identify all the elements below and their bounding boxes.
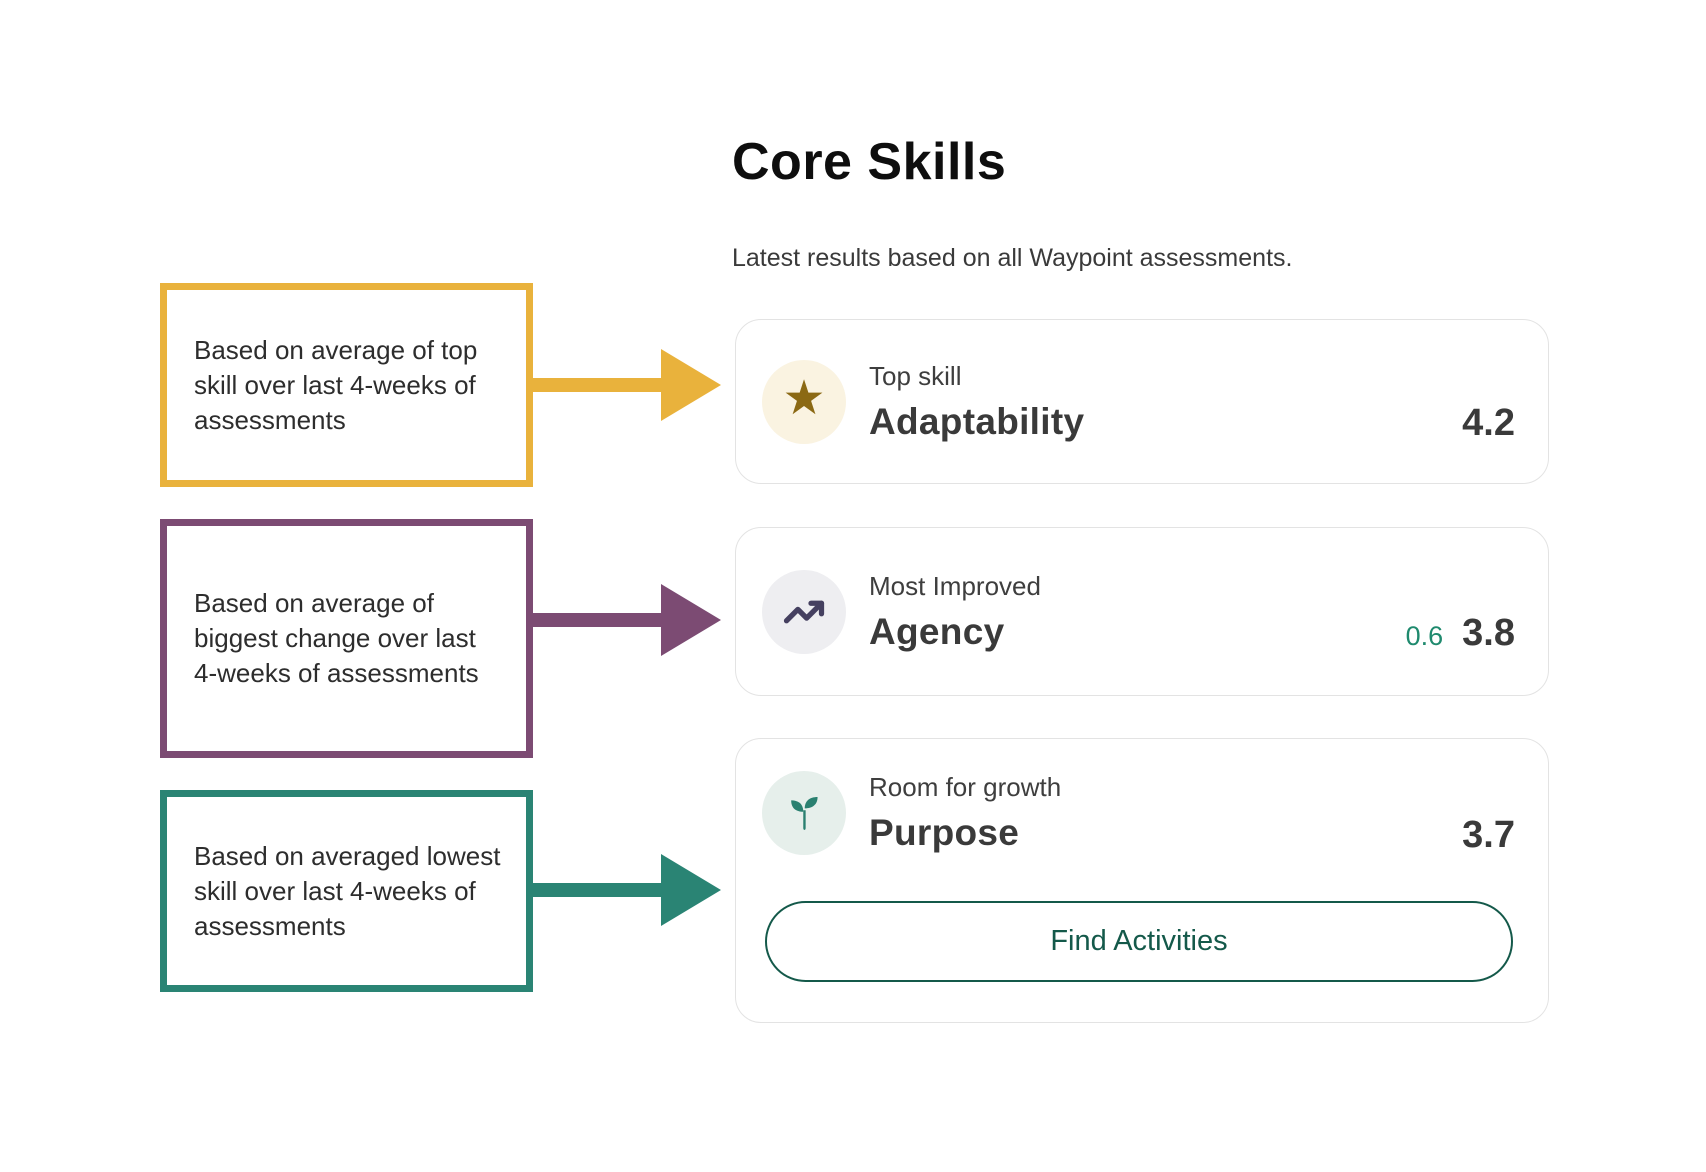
room-for-growth-card: Room for growth Purpose 3.7 Find Activit… xyxy=(735,738,1549,1023)
score-block: 4.2 xyxy=(1462,402,1515,445)
arrow-right-icon xyxy=(661,349,721,421)
page-title: Core Skills xyxy=(732,133,1007,191)
card-text-block: Most Improved Agency xyxy=(869,571,1041,653)
card-label: Room for growth xyxy=(869,772,1062,802)
skill-score: 3.7 xyxy=(1462,813,1515,856)
score-block: 0.6 3.8 xyxy=(1406,612,1515,655)
top-skill-card: ★ Top skill Adaptability 4.2 xyxy=(735,319,1549,484)
most-improved-card: Most Improved Agency 0.6 3.8 xyxy=(735,527,1549,696)
score-block: 3.7 xyxy=(1462,814,1515,857)
card-label: Most Improved xyxy=(869,570,1041,601)
star-glyph: ★ xyxy=(782,371,826,425)
skill-name: Agency xyxy=(869,610,1005,652)
annotation-note-top-skill: Based on average of top skill over last … xyxy=(160,283,533,487)
skill-score: 4.2 xyxy=(1462,402,1515,444)
card-top-row: Room for growth Purpose 3.7 xyxy=(762,771,1515,857)
annotation-note-text: Based on average of top skill over last … xyxy=(194,334,478,435)
star-icon: ★ xyxy=(762,359,846,444)
score-delta: 0.6 xyxy=(1405,621,1444,651)
skill-name: Adaptability xyxy=(869,400,1085,442)
annotation-note-text: Based on averaged lowest skill over last… xyxy=(194,840,501,941)
annotation-arrow-room-for-growth xyxy=(530,854,723,926)
annotation-arrow-most-improved xyxy=(530,584,723,656)
arrow-right-icon xyxy=(661,854,721,926)
annotation-note-room-for-growth: Based on averaged lowest skill over last… xyxy=(160,790,533,992)
card-text-block: Room for growth Purpose xyxy=(869,772,1061,854)
arrow-shaft xyxy=(530,378,662,392)
core-skills-card-list: ★ Top skill Adaptability 4.2 Most Improv… xyxy=(735,319,1549,1023)
sprout-icon xyxy=(762,771,846,855)
arrow-shaft xyxy=(530,883,662,897)
card-text-block: Top skill Adaptability xyxy=(869,361,1084,443)
page-subtitle: Latest results based on all Waypoint ass… xyxy=(732,244,1293,272)
skill-score: 3.8 xyxy=(1462,612,1515,654)
arrow-shaft xyxy=(530,613,662,627)
find-activities-button[interactable]: Find Activities xyxy=(765,901,1513,982)
card-label: Top skill xyxy=(869,360,962,391)
trending-up-icon xyxy=(762,569,846,654)
annotation-note-text: Based on average of biggest change over … xyxy=(194,588,479,688)
annotation-arrow-top-skill xyxy=(530,349,723,421)
arrow-right-icon xyxy=(661,584,721,656)
skill-name: Purpose xyxy=(869,812,1020,853)
annotation-note-most-improved: Based on average of biggest change over … xyxy=(160,519,533,758)
